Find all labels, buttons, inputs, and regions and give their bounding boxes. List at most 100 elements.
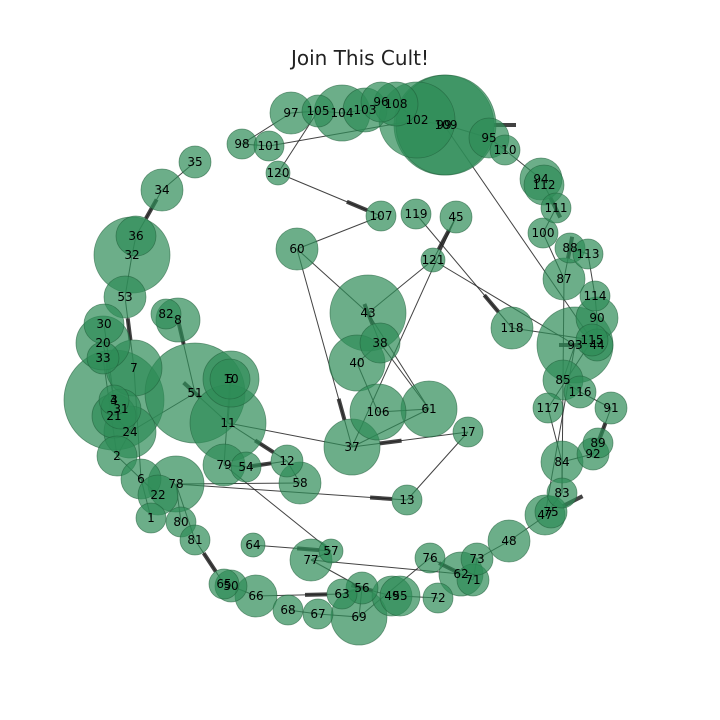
node-label-38: 38: [372, 336, 387, 350]
node-64: [240, 532, 266, 558]
arrowhead-66-63: [304, 592, 328, 597]
node-label-119: 119: [405, 207, 428, 221]
node-113: [572, 238, 604, 270]
node-35: [178, 145, 212, 179]
node-label-116: 116: [569, 385, 592, 399]
arrowhead-81-65: [201, 552, 218, 573]
node-116: [563, 375, 597, 409]
node-label-104: 104: [331, 106, 354, 120]
node-label-107: 107: [370, 209, 393, 223]
node-label-40: 40: [349, 356, 364, 370]
node-67: [302, 598, 334, 630]
node-91: [594, 391, 628, 425]
node-101: [253, 130, 285, 162]
node-label-13: 13: [399, 493, 414, 507]
node-54: [230, 451, 262, 483]
node-82: [150, 298, 182, 330]
node-label-95: 95: [481, 131, 496, 145]
node-17: [452, 416, 484, 448]
node-48: [487, 519, 531, 563]
node-119: [400, 198, 432, 230]
node-120: [265, 160, 291, 186]
node-label-68: 68: [280, 603, 295, 617]
node-label-120: 120: [267, 166, 290, 180]
node-label-82: 82: [158, 307, 173, 321]
node-label-57: 57: [323, 544, 338, 558]
node-label-60: 60: [289, 242, 304, 256]
node-label-11: 11: [220, 416, 235, 430]
node-105: [301, 94, 335, 128]
node-label-10: 10: [223, 372, 238, 386]
node-label-110: 110: [494, 143, 517, 157]
node-label-91: 91: [603, 401, 618, 415]
node-83: [546, 477, 578, 509]
node-68: [272, 594, 304, 626]
node-12: [270, 444, 304, 478]
node-label-71: 71: [465, 573, 480, 587]
node-label-7: 7: [130, 361, 138, 375]
node-label-32: 32: [124, 248, 139, 262]
node-label-22: 22: [150, 488, 165, 502]
node-label-89: 89: [590, 436, 605, 450]
node-label-65: 65: [216, 577, 231, 591]
node-label-6: 6: [137, 472, 145, 486]
node-label-31: 31: [113, 402, 128, 416]
node-100: [527, 217, 559, 249]
node-33: [86, 341, 120, 375]
node-63: [326, 578, 358, 610]
node-label-79: 79: [216, 458, 231, 472]
node-label-81: 81: [187, 533, 202, 547]
node-115: [575, 323, 609, 357]
node-107: [365, 200, 397, 232]
node-label-80: 80: [173, 515, 188, 529]
node-73: [460, 542, 494, 576]
node-label-35: 35: [187, 155, 202, 169]
arrowhead-119-118: [482, 293, 501, 314]
node-label-4: 4: [110, 393, 118, 407]
node-label-73: 73: [469, 552, 484, 566]
node-label-84: 84: [554, 455, 569, 469]
node-label-114: 114: [584, 289, 607, 303]
node-45: [439, 200, 473, 234]
node-label-44: 44: [589, 338, 604, 352]
arrowhead-45-121: [436, 229, 451, 251]
node-3: [98, 384, 130, 416]
node-36: [115, 215, 157, 257]
node-label-94: 94: [533, 172, 548, 186]
node-label-103: 103: [354, 103, 377, 117]
node-label-108: 108: [385, 97, 408, 111]
node-label-50: 50: [223, 579, 238, 593]
node-label-53: 53: [117, 290, 132, 304]
node-label-113: 113: [577, 247, 600, 261]
node-121: [420, 247, 446, 273]
node-117: [532, 392, 564, 424]
node-72: [422, 582, 454, 614]
node-89: [582, 427, 614, 459]
node-label-67: 67: [310, 607, 325, 621]
node-label-115: 115: [581, 333, 604, 347]
node-label-117: 117: [537, 401, 560, 415]
node-label-85: 85: [555, 373, 570, 387]
node-label-77: 77: [303, 553, 318, 567]
node-label-96: 96: [373, 95, 388, 109]
node-label-98: 98: [234, 137, 249, 151]
node-label-2: 2: [113, 449, 121, 463]
node-60: [275, 227, 319, 271]
node-label-75: 75: [543, 505, 558, 519]
node-118: [490, 306, 534, 350]
node-13: [391, 484, 423, 516]
node-label-58: 58: [292, 476, 307, 490]
node-label-62: 62: [453, 567, 468, 581]
node-label-21: 21: [106, 409, 121, 423]
node-label-34: 34: [154, 183, 169, 197]
node-label-48: 48: [501, 534, 516, 548]
node-label-33: 33: [95, 351, 110, 365]
node-label-69: 69: [351, 610, 366, 624]
node-label-78: 78: [168, 477, 183, 491]
node-label-100: 100: [532, 226, 555, 240]
node-label-12: 12: [279, 454, 294, 468]
node-label-56: 56: [354, 581, 369, 595]
node-label-51: 51: [187, 386, 202, 400]
node-label-90: 90: [589, 311, 604, 325]
